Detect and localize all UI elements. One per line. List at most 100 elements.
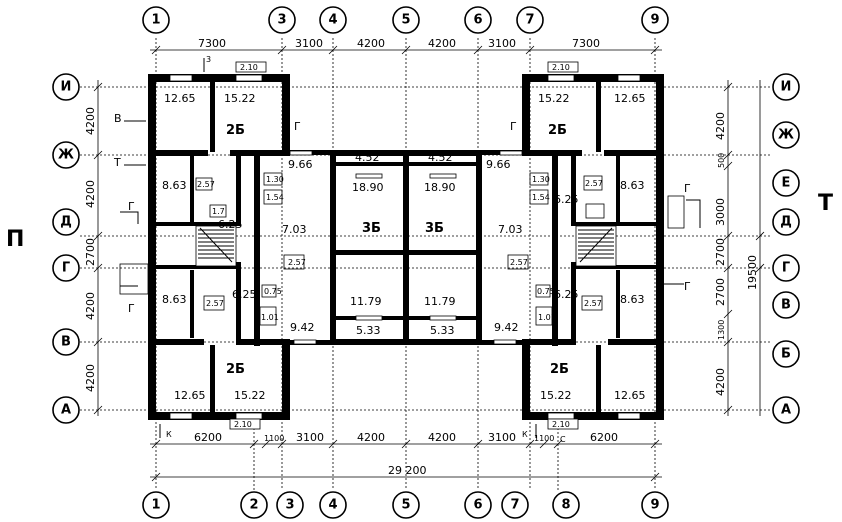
axis-markers-top: 1 3 4 5 6 7 9 <box>142 6 669 34</box>
axis-bottom-1: 1 <box>151 498 160 513</box>
mark-g6: Г <box>684 280 691 293</box>
apt-label-br: 2Б <box>550 362 569 377</box>
dim-bottom-5: 4200 <box>428 431 456 444</box>
window-width-top-left: 2.10 <box>240 63 258 72</box>
axis-left-g: Г <box>62 261 70 276</box>
axis-top-9: 9 <box>650 13 659 28</box>
axis-right-d: Д <box>780 215 792 230</box>
mark-z: 3 <box>206 55 211 64</box>
axis-markers-left: И Ж Д Г В А <box>52 73 80 424</box>
area-tl-s3: 1.54 <box>266 193 284 202</box>
area-tr-k6: 8.63 <box>620 179 645 192</box>
axis-left-a: А <box>61 403 71 418</box>
window-width-bottom-left: 2.10 <box>234 420 252 429</box>
axis-top-1: 1 <box>151 13 160 28</box>
top-dimension-line: 7300 3100 4200 4200 3100 7300 <box>150 37 662 55</box>
axis-bottom-3: 3 <box>285 498 294 513</box>
area-mr-4: 2.57 <box>584 299 602 308</box>
apt-label-c2: 3Б <box>425 221 444 236</box>
area-tl-s2: 1.30 <box>266 175 284 184</box>
dim-right-5: 2700 <box>714 278 727 306</box>
axis-bottom-2: 2 <box>249 498 258 513</box>
dim-right-1: 4200 <box>714 112 727 140</box>
area-tl-s5: 1.7 <box>212 207 225 216</box>
area-mr-6: 0.75 <box>537 287 555 296</box>
area-tr-k4: 6.25 <box>554 193 579 206</box>
right-dimension-line: 4200 500 3000 2700 2700 1300 4200 19500 <box>714 80 765 416</box>
axis-bottom-9: 9 <box>650 498 659 513</box>
section-marks: П T Г Г Г Г Г Г B T 3 К К С <box>6 55 833 444</box>
area-tl-1: 12.65 <box>164 92 196 105</box>
area-c-7: 5.33 <box>356 324 381 337</box>
axis-markers-right: И Ж Е Д Г В Б А <box>772 73 800 424</box>
dim-right-7: 4200 <box>714 368 727 396</box>
side-mark-right: T <box>818 191 833 216</box>
axis-right-a: А <box>781 403 791 418</box>
area-tr-k2: 1.30 <box>532 175 550 184</box>
axis-bottom-7: 7 <box>510 498 519 513</box>
area-tr-2: 12.65 <box>614 92 646 105</box>
dim-bottom-2: 1100 <box>264 434 284 443</box>
area-mr-2: 2.57 <box>510 258 528 267</box>
area-tl-k2: 6.25 <box>218 218 243 231</box>
mark-g2: Г <box>128 302 135 315</box>
mark-v: B <box>114 112 122 125</box>
window-width-bottom-right: 2.10 <box>552 420 570 429</box>
area-mr-8: 9.42 <box>494 321 519 334</box>
axis-bottom-8: 8 <box>561 498 570 513</box>
axis-bottom-6: 6 <box>473 498 482 513</box>
mark-g5: Г <box>684 182 691 195</box>
area-ml-1: 7.03 <box>282 223 307 236</box>
apt-label-tr: 2Б <box>548 123 567 138</box>
area-tl-k1: 8.63 <box>162 179 187 192</box>
axis-bottom-5: 5 <box>401 498 410 513</box>
dim-bottom-3: 3100 <box>296 431 324 444</box>
dim-left-2: 4200 <box>84 180 97 208</box>
axis-lines <box>80 38 770 490</box>
dim-top-3: 4200 <box>357 37 385 50</box>
mark-t: T <box>113 156 121 169</box>
dim-left-3: 2700 <box>84 238 97 266</box>
axis-left-zh: Ж <box>58 148 74 163</box>
area-mr-1: 7.03 <box>498 223 523 236</box>
axis-right-i: И <box>781 80 792 95</box>
axis-top-6: 6 <box>473 13 482 28</box>
mark-g4: Г <box>510 120 517 133</box>
dim-right-total: 19500 <box>746 255 759 290</box>
dim-top-1: 7300 <box>198 37 226 50</box>
axis-bottom-4: 4 <box>328 498 337 513</box>
staircase-left <box>195 225 237 267</box>
mark-k1: К <box>166 430 172 439</box>
axis-right-e: Е <box>782 176 791 191</box>
area-c-4: 18.90 <box>424 181 456 194</box>
area-ml-3: 8.63 <box>162 293 187 306</box>
area-c-2: 4.52 <box>428 151 453 164</box>
area-c-6: 11.79 <box>424 295 456 308</box>
axis-top-3: 3 <box>277 13 286 28</box>
room-areas: 12.65 15.22 8.63 6.25 9.66 1.30 1.54 2.5… <box>162 92 646 402</box>
area-ml-4: 6.25 <box>232 288 257 301</box>
area-ml-2: 2.57 <box>288 258 306 267</box>
area-c-5: 11.79 <box>350 295 382 308</box>
dim-top-5: 3100 <box>488 37 516 50</box>
axis-left-i: И <box>61 80 72 95</box>
apt-label-tl: 2Б <box>226 123 245 138</box>
dim-bottom-1: 6200 <box>194 431 222 444</box>
dim-total: 29 200 <box>388 464 427 477</box>
area-br-2: 12.65 <box>614 389 646 402</box>
area-c-1: 4.52 <box>355 151 380 164</box>
area-c-8: 5.33 <box>430 324 455 337</box>
staircase-right <box>575 225 617 267</box>
axis-right-zh: Ж <box>778 128 794 143</box>
area-mr-5: 8.63 <box>620 293 645 306</box>
axis-markers-bottom: 1 2 3 4 5 6 7 8 9 <box>142 491 669 519</box>
axis-left-d: Д <box>60 215 72 230</box>
axis-right-g: Г <box>782 261 790 276</box>
area-tr-k5: 2.57 <box>585 179 603 188</box>
area-tl-s1: 9.66 <box>288 158 313 171</box>
area-tr-k1: 9.66 <box>486 158 511 171</box>
dim-top-4: 4200 <box>428 37 456 50</box>
dim-right-4: 2700 <box>714 238 727 266</box>
axis-right-b: Б <box>781 347 791 362</box>
